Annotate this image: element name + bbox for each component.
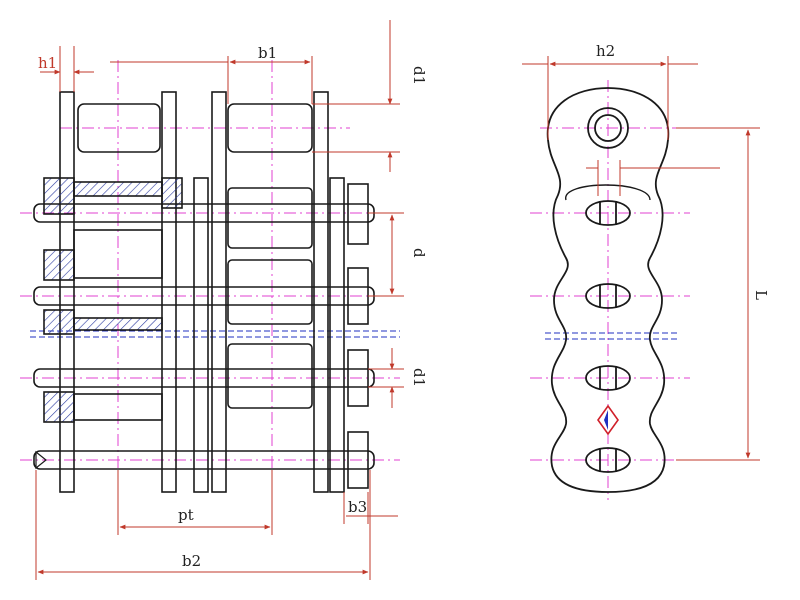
section-hatch-1 <box>43 177 75 215</box>
dimensions-left <box>35 20 404 580</box>
outer-plate-inner-a <box>161 91 177 493</box>
middle-plate-a <box>193 177 209 493</box>
dim-label-d: d <box>410 248 428 258</box>
dim-label-L: L <box>752 290 770 300</box>
dim-label-b2: b2 <box>182 552 201 570</box>
link-plate-outline <box>546 87 670 493</box>
dim-label-h2: h2 <box>596 42 615 60</box>
dim-label-b1: b1 <box>258 44 277 62</box>
inner-plate-c <box>313 91 329 493</box>
pin-hole-top-outer <box>587 107 629 149</box>
outer-plate-left <box>59 91 75 493</box>
dim-label-h1: h1 <box>38 54 57 72</box>
centerlines-right <box>530 80 690 500</box>
section-hatch-3 <box>161 177 183 209</box>
rivet-3 <box>585 365 631 391</box>
chain-side-view <box>20 60 400 520</box>
break-lines-right <box>545 332 680 340</box>
break-lines <box>30 330 400 338</box>
dim-label-d1-top: d1 <box>410 66 428 85</box>
roller-low-right <box>227 343 313 409</box>
centerlines-left <box>20 60 400 520</box>
rivet-2 <box>585 283 631 309</box>
pin-hole-top-inner <box>594 114 622 142</box>
middle-plate-b <box>211 91 227 493</box>
roller-top-left <box>77 103 161 153</box>
dim-label-d1-mid: d1 <box>410 368 428 387</box>
section-hatch-7 <box>43 391 75 423</box>
roller-mid-right <box>227 187 313 249</box>
inner-plate-contour <box>565 184 651 201</box>
roller-top-right <box>227 103 313 153</box>
outer-plate-right <box>329 177 345 493</box>
pin-heads <box>347 183 369 489</box>
dim-label-pt: pt <box>178 506 194 524</box>
section-hatch-4 <box>43 249 75 281</box>
dimensions-right <box>522 56 760 461</box>
rivet-4 <box>585 447 631 473</box>
rivet-1 <box>585 200 631 226</box>
section-hatch-2 <box>73 181 163 197</box>
diamond-marker-fill <box>604 410 608 430</box>
section-hatch-5 <box>43 309 75 335</box>
dim-label-b3: b3 <box>348 498 367 516</box>
cotter-pin <box>35 450 47 470</box>
roller-mid-right-2 <box>227 259 313 325</box>
section-hatch-6 <box>73 317 163 331</box>
chain-front-view <box>530 80 690 500</box>
